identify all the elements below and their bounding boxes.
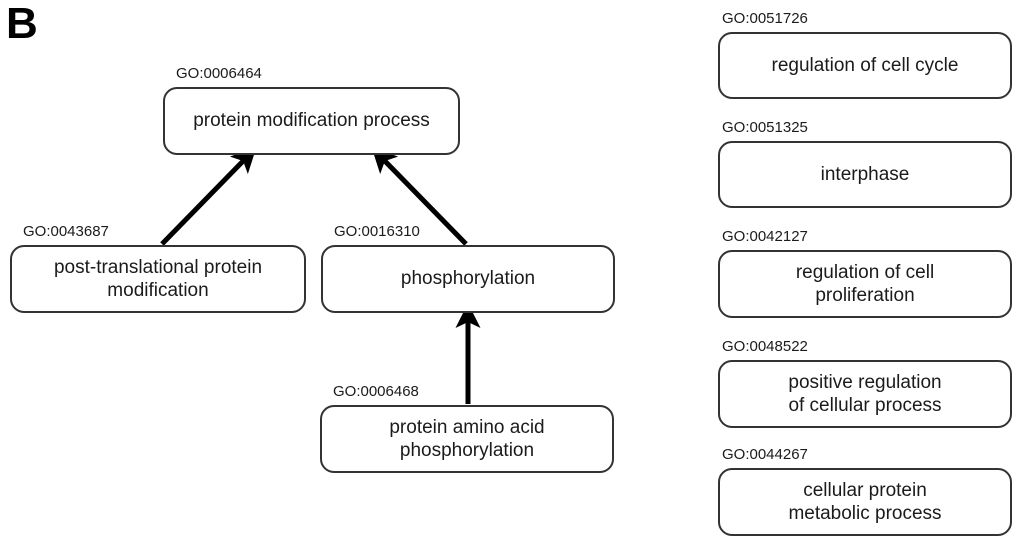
go-id-post-translational-protein-modification: GO:0043687	[23, 223, 109, 240]
go-node-regulation-of-cell-cycle[interactable]: regulation of cell cycle	[718, 32, 1012, 99]
go-id-cellular-protein-metabolic-process: GO:0044267	[722, 446, 808, 463]
go-id-positive-regulation-of-cellular-process: GO:0048522	[722, 338, 808, 355]
go-node-label-phosphorylation: phosphorylation	[400, 268, 536, 290]
go-node-regulation-of-cell-proliferation[interactable]: regulation of cell proliferation	[718, 250, 1012, 318]
go-node-label-regulation-of-cell-cycle: regulation of cell cycle	[771, 54, 959, 76]
go-node-label-interphase: interphase	[820, 163, 910, 185]
go-node-label-regulation-of-cell-proliferation: regulation of cell proliferation	[795, 261, 935, 306]
go-id-regulation-of-cell-cycle: GO:0051726	[722, 10, 808, 27]
go-node-protein-modification-process[interactable]: protein modification process	[163, 87, 460, 155]
go-node-label-positive-regulation-of-cellular-process: positive regulation of cellular process	[788, 371, 942, 416]
go-node-interphase[interactable]: interphase	[718, 141, 1012, 208]
go-id-phosphorylation: GO:0016310	[334, 223, 420, 240]
go-node-label-protein-amino-acid-phosphorylation: protein amino acid phosphorylation	[389, 416, 545, 461]
go-id-protein-amino-acid-phosphorylation: GO:0006468	[333, 383, 419, 400]
go-id-protein-modification-process: GO:0006464	[176, 65, 262, 82]
go-id-interphase: GO:0051325	[722, 119, 808, 136]
go-node-protein-amino-acid-phosphorylation[interactable]: protein amino acid phosphorylation	[320, 405, 614, 473]
go-node-cellular-protein-metabolic-process[interactable]: cellular protein metabolic process	[718, 468, 1012, 536]
panel-letter: B	[6, 0, 38, 48]
go-node-label-protein-modification-process: protein modification process	[193, 110, 430, 132]
edge-posttranslational-to-modification	[160, 147, 257, 246]
go-node-label-post-translational-protein-modification: post-translational protein modification	[53, 256, 263, 301]
go-node-label-cellular-protein-metabolic-process: cellular protein metabolic process	[788, 479, 942, 524]
go-node-positive-regulation-of-cellular-process[interactable]: positive regulation of cellular process	[718, 360, 1012, 428]
go-id-regulation-of-cell-proliferation: GO:0042127	[722, 228, 808, 245]
go-node-phosphorylation[interactable]: phosphorylation	[321, 245, 615, 313]
go-node-post-translational-protein-modification[interactable]: post-translational protein modification	[10, 245, 306, 313]
